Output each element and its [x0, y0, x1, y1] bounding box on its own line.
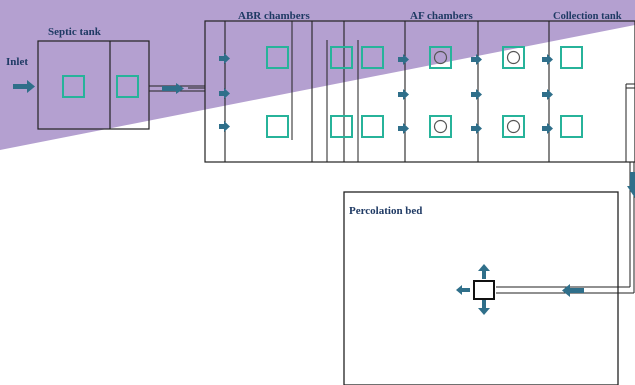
abr-media-box — [361, 46, 384, 69]
filter-media-icon — [429, 46, 452, 69]
abr-media-box — [266, 115, 289, 138]
abr-media-box — [330, 46, 353, 69]
septic-tank — [37, 40, 150, 130]
inlet-label: Inlet — [6, 56, 28, 68]
abr-media-box — [361, 115, 384, 138]
abr-media-box — [330, 115, 353, 138]
septic-to-abr-pipe — [149, 83, 205, 94]
septic-tank-label: Septic tank — [48, 26, 102, 38]
background-band — [0, 0, 635, 150]
down-arrow-icon — [627, 172, 635, 198]
up-arrow-icon — [478, 264, 490, 279]
filter-media-icon — [429, 115, 452, 138]
right-arrow-icon — [219, 88, 230, 99]
filter-media-icon — [502, 115, 525, 138]
af-chambers-label: AF chambers — [410, 10, 474, 22]
internal-flow-arrows — [219, 53, 553, 134]
percolation-bed-label: Percolation bed — [349, 205, 422, 217]
right-arrow-icon — [471, 123, 482, 134]
right-arrow-icon — [398, 123, 409, 134]
right-arrow-icon — [542, 89, 553, 100]
septic-media-box-1 — [62, 75, 85, 98]
right-arrow-icon — [219, 53, 230, 64]
abr-chambers-label: ABR chambers — [238, 10, 311, 22]
af-media — [429, 46, 525, 138]
down-arrow-icon — [478, 300, 490, 315]
outlet-pipe — [496, 83, 635, 297]
left-arrow-icon — [562, 284, 584, 297]
right-arrow-icon — [471, 54, 482, 65]
left-arrow-icon — [456, 285, 470, 295]
collection-media-box — [560, 46, 583, 69]
abr-media — [266, 46, 384, 138]
right-arrow-icon — [219, 121, 230, 132]
inlet-arrow-icon — [13, 80, 35, 93]
septic-media-box-2 — [116, 75, 139, 98]
main-tank — [204, 20, 635, 163]
collection-tank-label: Collection tank — [553, 11, 622, 22]
collection-media-box — [560, 115, 583, 138]
distributor-box — [473, 280, 495, 300]
right-arrow-icon — [542, 54, 553, 65]
right-arrow-icon — [398, 89, 409, 100]
right-arrow-icon — [398, 54, 409, 65]
percolation-bed — [343, 191, 619, 385]
filter-media-icon — [502, 46, 525, 69]
right-arrow-icon — [471, 89, 482, 100]
right-arrow-icon — [542, 123, 553, 134]
abr-media-box — [266, 46, 289, 69]
collection-media — [560, 46, 583, 138]
